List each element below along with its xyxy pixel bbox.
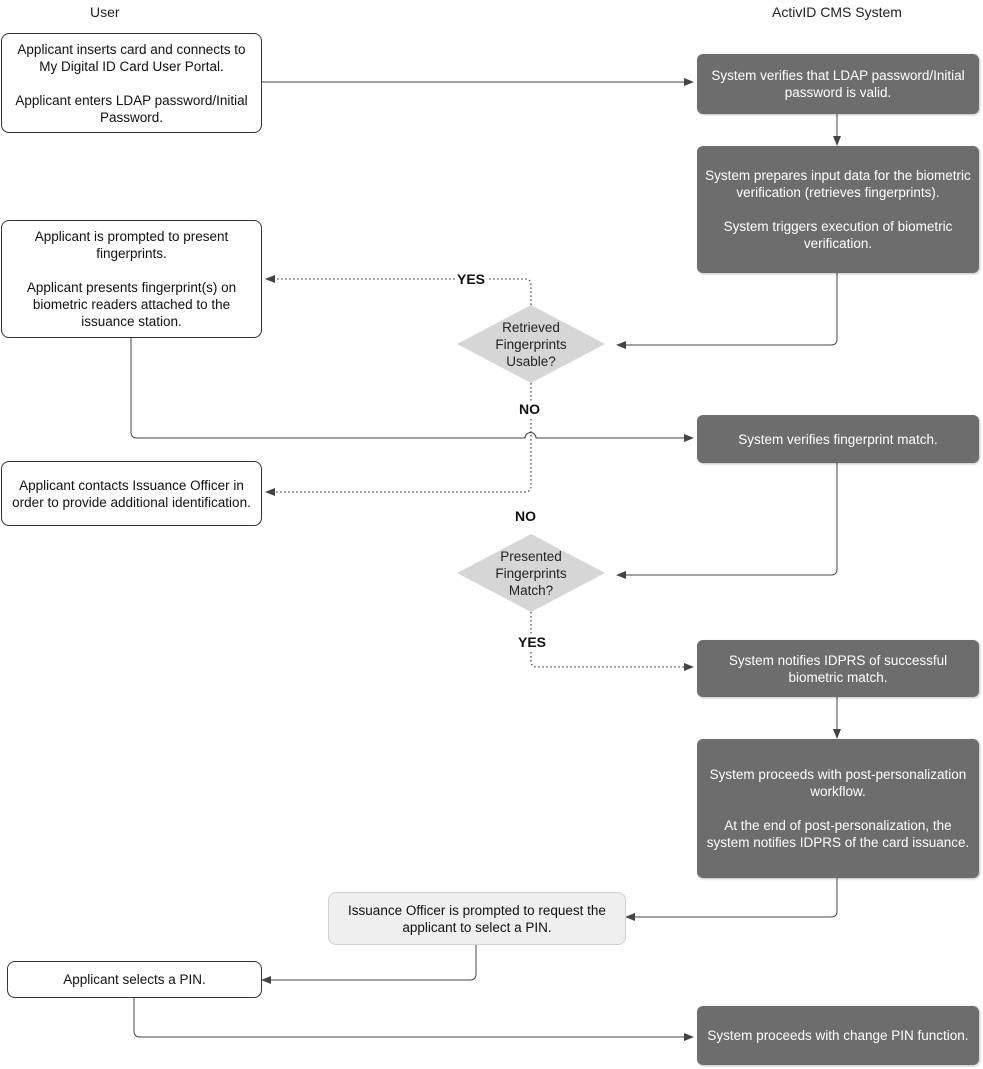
step-contact-officer: Applicant contacts Issuance Officer in o… xyxy=(1,461,262,526)
step-notify-idprs: System notifies IDPRS of successful biom… xyxy=(697,640,979,697)
step-prepare-input-text: System prepares input data for the biome… xyxy=(705,168,971,251)
lane-title-system: ActivID CMS System xyxy=(772,4,902,20)
step-verify-match: System verifies fingerprint match. xyxy=(697,415,979,463)
step-prepare-input: System prepares input data for the biome… xyxy=(697,146,979,273)
connector-verifymatch-to-match xyxy=(616,463,838,579)
step-insert-card: Applicant inserts card and connects to M… xyxy=(1,33,262,133)
label-match-no: NO xyxy=(513,508,538,524)
step-post-personalization: System proceeds with post-personalizatio… xyxy=(697,739,979,878)
step-post-personalization-text: System proceeds with post-personalizatio… xyxy=(706,767,970,850)
step-verify-password-text: System verifies that LDAP password/Initi… xyxy=(711,68,965,100)
step-insert-card-text: Applicant inserts card and connects to M… xyxy=(15,41,248,125)
step-select-pin: Applicant selects a PIN. xyxy=(7,961,262,998)
connector-present-to-verifymatch xyxy=(130,338,694,442)
step-verify-match-text: System verifies fingerprint match. xyxy=(738,431,938,447)
lane-title-user: User xyxy=(90,4,120,20)
step-officer-prompt-text: Issuance Officer is prompted to request … xyxy=(348,902,606,935)
label-usable-no: NO xyxy=(517,401,542,417)
decision-diamond-usable xyxy=(457,305,605,383)
step-contact-officer-text: Applicant contacts Issuance Officer in o… xyxy=(12,477,251,510)
connector-usable-yes xyxy=(265,275,532,305)
connector-prepare-to-usable xyxy=(616,273,838,349)
step-present-fingerprints-text: Applicant is prompted to present fingerp… xyxy=(26,229,237,329)
step-change-pin: System proceeds with change PIN function… xyxy=(697,1006,979,1065)
step-change-pin-text: System proceeds with change PIN function… xyxy=(707,1028,969,1043)
step-officer-prompt: Issuance Officer is prompted to request … xyxy=(328,892,626,945)
decision-usable-text: Retrieved Fingerprints Usable? xyxy=(495,319,567,369)
label-match-yes: YES xyxy=(516,634,549,650)
connector-officer-to-selectpin xyxy=(261,945,477,984)
decision-diamond-match xyxy=(457,534,605,612)
step-present-fingerprints: Applicant is prompted to present fingerp… xyxy=(1,220,262,338)
connector-match-yes xyxy=(530,612,694,671)
step-select-pin-text: Applicant selects a PIN. xyxy=(63,972,206,987)
connector-usable-no xyxy=(265,383,532,496)
step-verify-password: System verifies that LDAP password/Initi… xyxy=(697,54,979,114)
connector-post-to-officer xyxy=(625,878,838,921)
step-notify-idprs-text: System notifies IDPRS of successful biom… xyxy=(728,652,948,685)
decision-match-text: Presented Fingerprints Match? xyxy=(495,548,567,598)
connector-selectpin-to-changepin xyxy=(133,998,694,1041)
label-usable-yes: YES xyxy=(455,271,488,287)
